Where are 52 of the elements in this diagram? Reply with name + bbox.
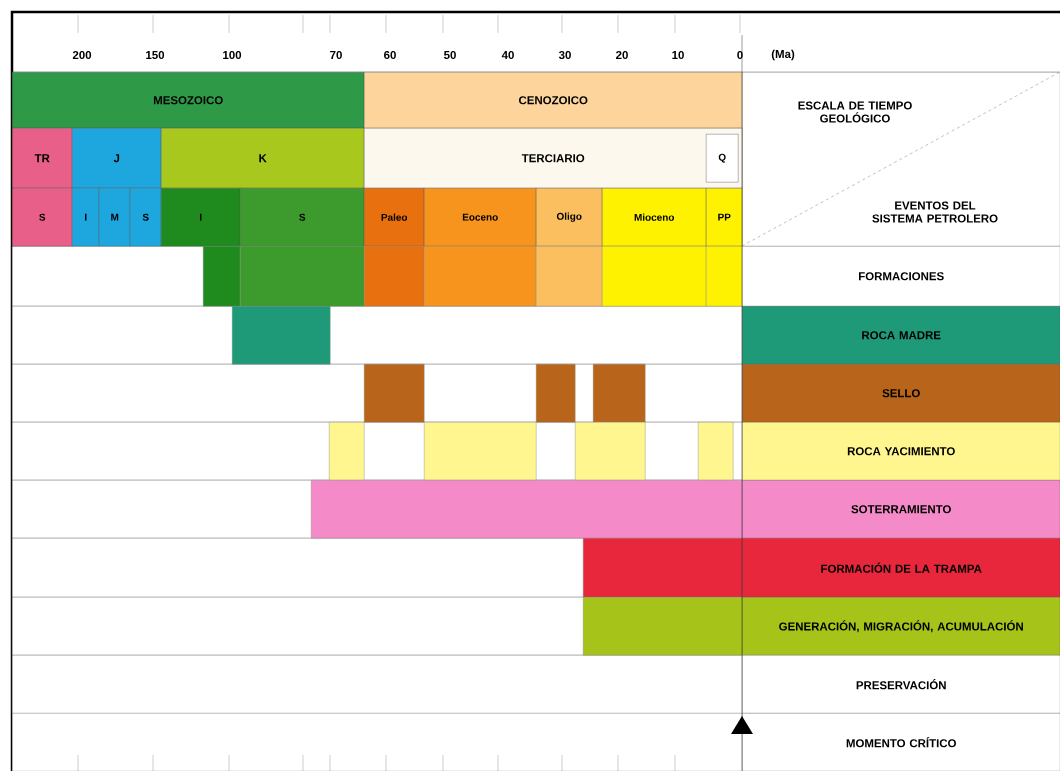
period-box: K bbox=[161, 128, 365, 189]
epoch-box: Paleo bbox=[364, 188, 425, 247]
event-bar bbox=[536, 364, 576, 423]
event-bar bbox=[329, 422, 365, 481]
event-label-box: SOTERRAMIENTO bbox=[742, 480, 1060, 539]
era-box: MESOZOICO bbox=[12, 72, 365, 129]
tick-label: 20 bbox=[616, 50, 628, 60]
event-bar bbox=[583, 538, 743, 598]
epoch-box: Eoceno bbox=[424, 188, 537, 247]
tick-label: 60 bbox=[384, 50, 396, 60]
event-bar bbox=[364, 364, 425, 423]
event-label-box: FORMACIONES bbox=[742, 246, 1060, 307]
epoch-box: I bbox=[72, 188, 100, 247]
epoch-box: S bbox=[130, 188, 162, 247]
tick-label: 150 bbox=[146, 50, 165, 60]
event-label-box: MOMENTO CRÍTICO bbox=[742, 713, 1060, 771]
epoch-box: M bbox=[99, 188, 131, 247]
event-bar bbox=[593, 364, 646, 423]
tick-label: 50 bbox=[444, 50, 456, 60]
tick-label: 100 bbox=[223, 50, 242, 60]
event-bar bbox=[575, 422, 646, 481]
event-label-box: ROCA YACIMIENTO bbox=[742, 422, 1060, 481]
event-bar bbox=[536, 246, 603, 307]
event-bar bbox=[706, 246, 743, 307]
epoch-box: PP bbox=[706, 188, 743, 247]
period-box: TR bbox=[12, 128, 73, 189]
event-bar bbox=[364, 246, 425, 307]
event-bar bbox=[698, 422, 734, 481]
tick-label: 200 bbox=[72, 50, 92, 60]
period-box: Q bbox=[706, 134, 739, 183]
tick-label: 40 bbox=[501, 50, 514, 60]
epoch-box: S bbox=[12, 188, 73, 247]
epoch-box: S bbox=[240, 188, 365, 247]
tick-label: 10 bbox=[672, 50, 684, 60]
event-bar bbox=[311, 480, 743, 539]
event-label-box: SELLO bbox=[742, 364, 1060, 423]
epoch-box: Oligo bbox=[536, 188, 603, 247]
event-label-box: PRESERVACIÓN bbox=[742, 655, 1060, 714]
tick-label: 30 bbox=[558, 50, 571, 60]
event-bar bbox=[203, 246, 241, 307]
event-bar bbox=[240, 246, 365, 307]
event-label-box: ROCA MADRE bbox=[742, 306, 1060, 365]
event-bar bbox=[424, 246, 537, 307]
tick-label: 70 bbox=[330, 50, 342, 60]
tick-label: 0 bbox=[737, 50, 743, 60]
event-label-box: GENERACIÓN, MIGRACIÓN, ACUMULACIÓN bbox=[742, 597, 1060, 656]
event-bar bbox=[583, 597, 743, 656]
event-label-box: FORMACIÓN DE LA TRAMPA bbox=[742, 538, 1060, 598]
unit-label: (Ma) bbox=[771, 49, 795, 61]
era-box: CENOZOICO bbox=[364, 72, 743, 129]
event-bar bbox=[232, 306, 331, 365]
event-bar bbox=[424, 422, 537, 481]
